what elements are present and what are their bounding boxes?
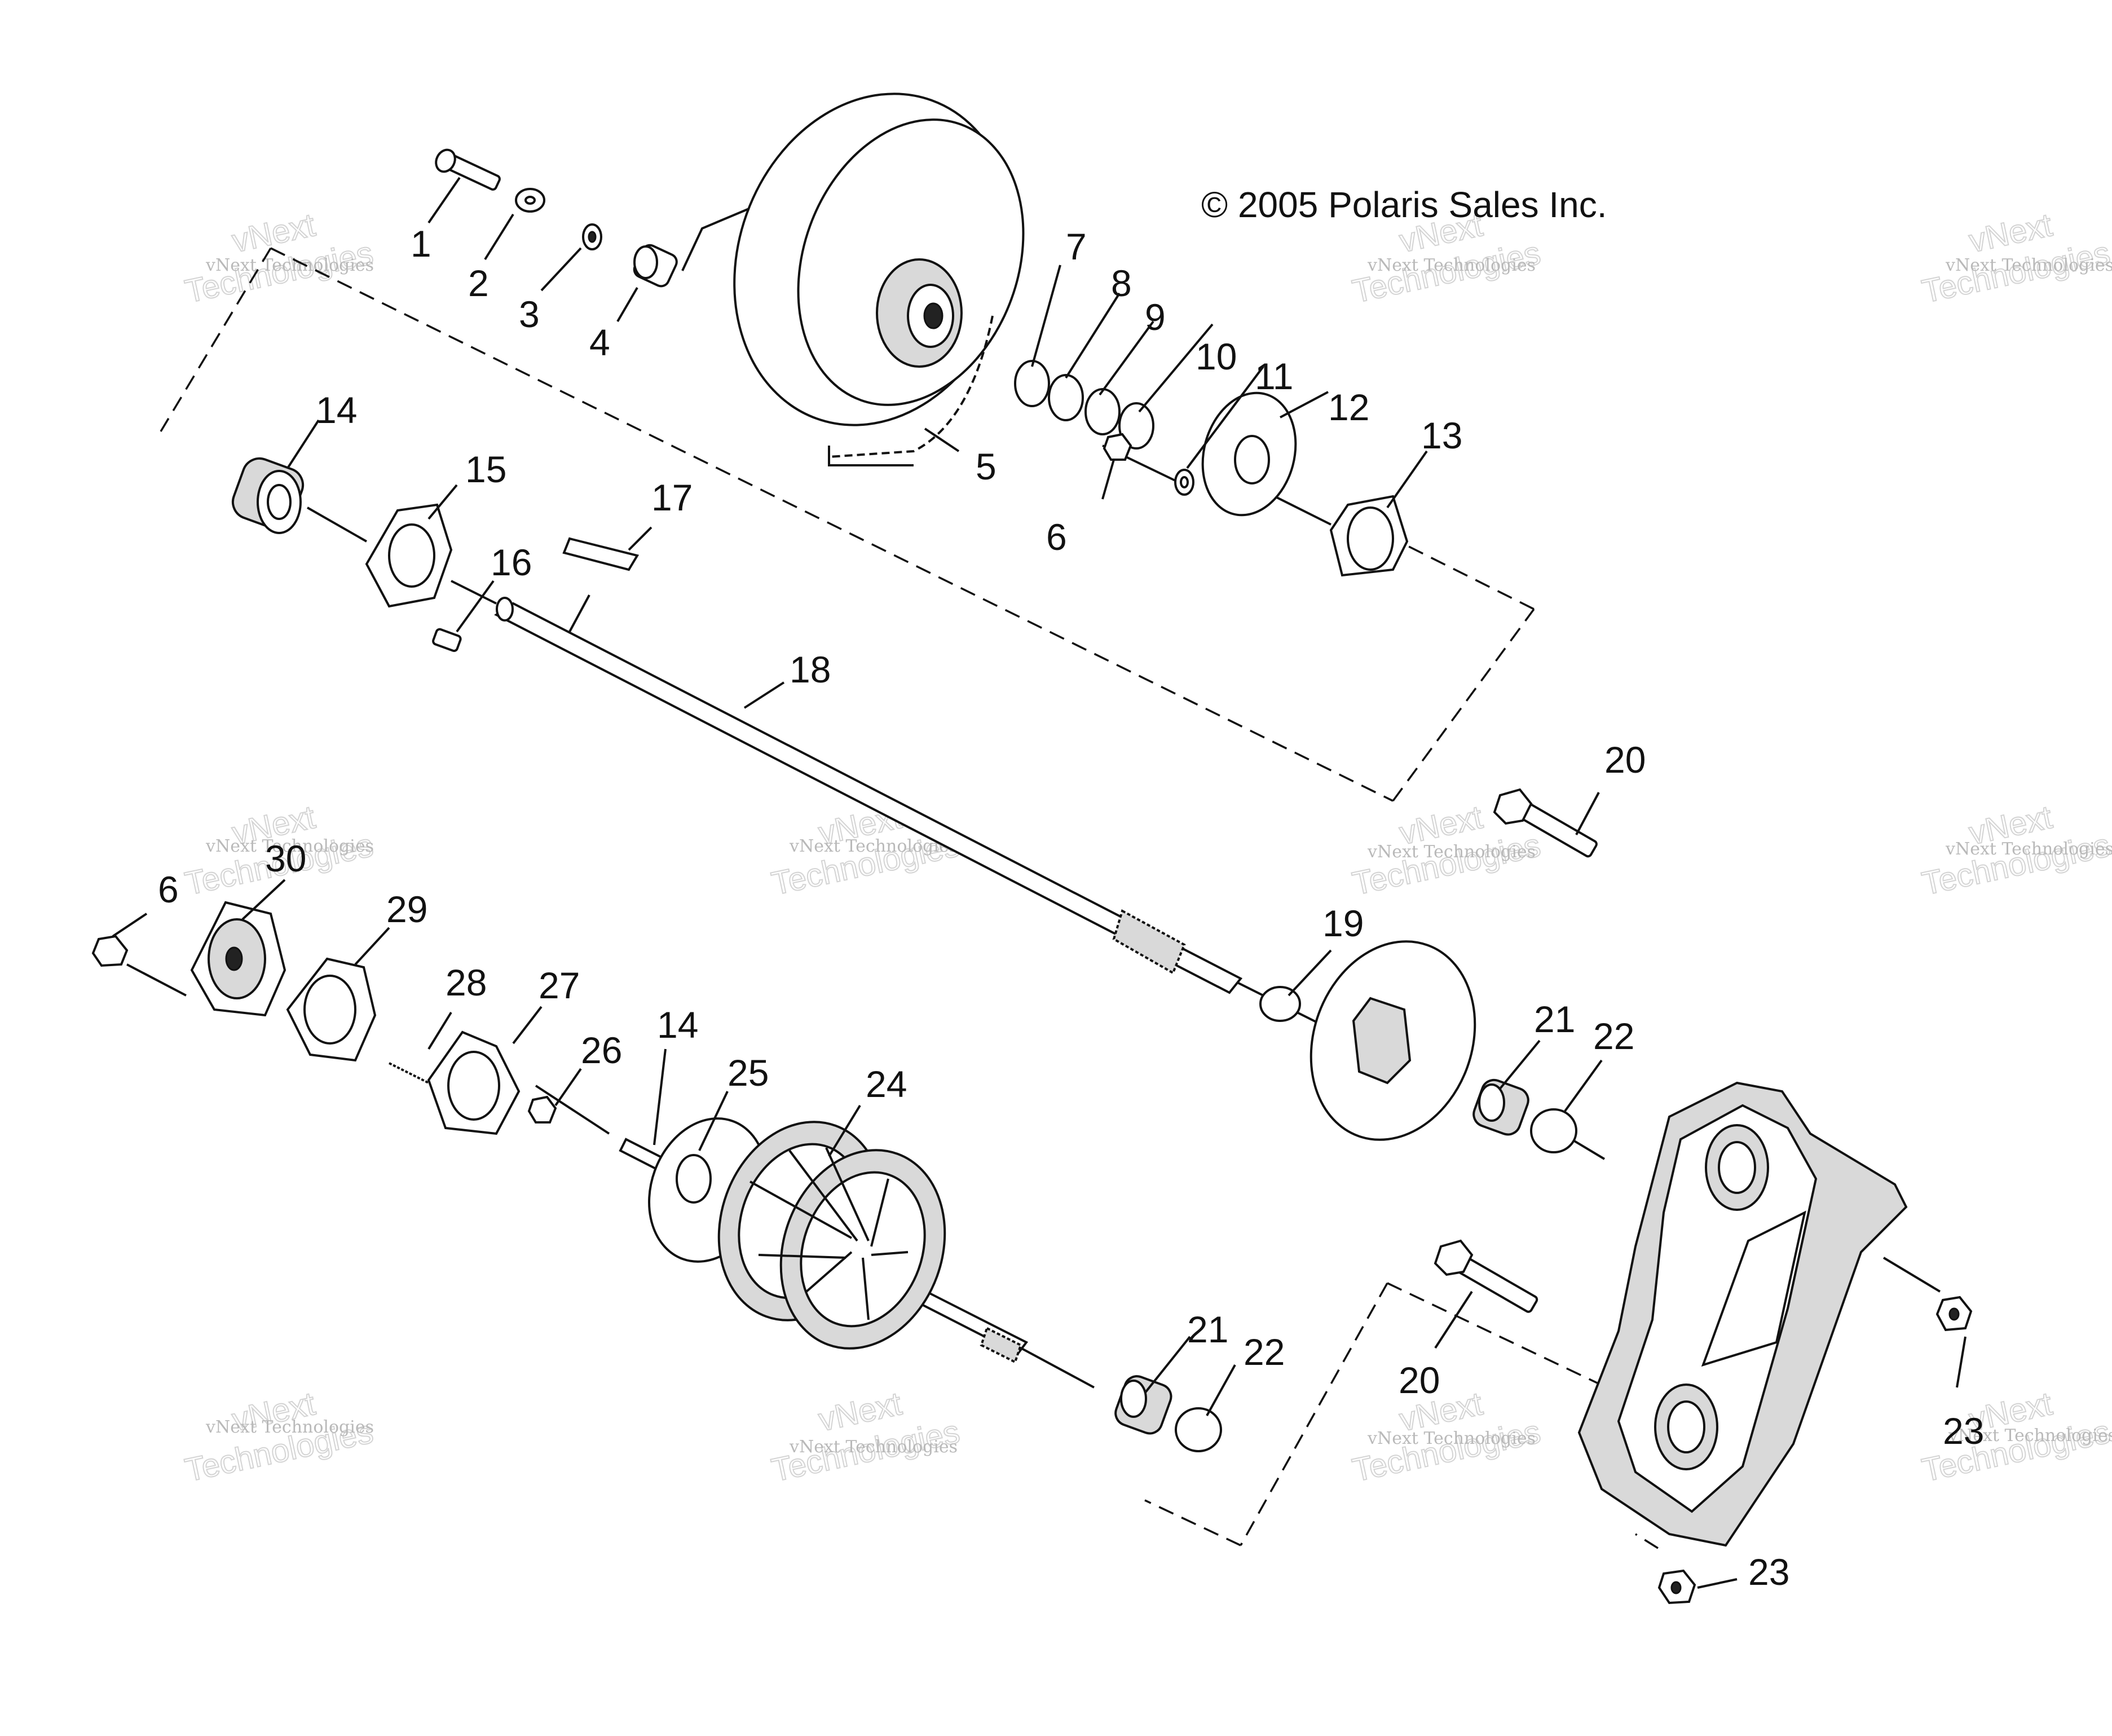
seal-part-9 — [1084, 388, 1121, 435]
svg-text:vNext Technologies: vNext Technologies — [205, 1417, 374, 1437]
svg-text:vNext Technologies: vNext Technologies — [1948, 1426, 2112, 1446]
bolt-part-1 — [435, 148, 501, 191]
callout-1: 1 — [411, 223, 431, 265]
key-part-17 — [562, 537, 640, 571]
cap-part-22-upper — [1530, 1108, 1577, 1153]
callout-22-upper: 22 — [1593, 1015, 1634, 1057]
watermark: Technologies vNext — [182, 206, 377, 311]
callout-21-lower: 21 — [1187, 1308, 1228, 1350]
callout-23-right: 23 — [1943, 1410, 1984, 1452]
shaft-part-18 — [494, 597, 1243, 994]
callout-5: 5 — [976, 446, 997, 487]
callout-30: 30 — [265, 838, 306, 879]
callout-27: 27 — [539, 964, 580, 1006]
callout-2: 2 — [468, 262, 489, 304]
svg-text:vNext Technologies: vNext Technologies — [1367, 255, 1536, 275]
bushing-part-4 — [633, 244, 678, 288]
flange-part-27 — [427, 1030, 521, 1135]
callout-18: 18 — [790, 649, 831, 690]
nut-part-6-lower — [91, 935, 129, 967]
svg-text:vNext Technologies: vNext Technologies — [205, 836, 374, 856]
callout-13: 13 — [1421, 415, 1462, 456]
copyright-notice: © 2005 Polaris Sales Inc. — [1201, 184, 1607, 225]
sprocket-pulley-part-5 — [733, 92, 1025, 466]
race-part-21-lower — [1114, 1375, 1172, 1435]
callout-24: 24 — [866, 1063, 907, 1105]
callout-28: 28 — [446, 962, 487, 1003]
brake-disc — [1309, 940, 1476, 1141]
callout-17: 17 — [651, 477, 693, 518]
nut-part-6-upper — [1103, 433, 1132, 461]
callout-23-bottom: 23 — [1748, 1551, 1789, 1593]
seal-part-10 — [1118, 402, 1154, 450]
callout-8: 8 — [1111, 262, 1132, 304]
svg-text:vNext Technologies: vNext Technologies — [789, 836, 958, 856]
callout-21-upper: 21 — [1534, 998, 1575, 1040]
seal-part-7 — [1014, 360, 1050, 407]
seal-part-8 — [1048, 374, 1084, 421]
nut-part-23-bottom — [1657, 1569, 1696, 1605]
callout-26: 26 — [581, 1029, 622, 1071]
callout-15: 15 — [465, 448, 506, 490]
washer-part-3 — [582, 223, 602, 250]
nut-part-26 — [527, 1095, 557, 1123]
callout-20-lower: 20 — [1399, 1359, 1440, 1401]
flange-part-15 — [365, 503, 453, 608]
callout-labels: 1 2 3 4 5 6 7 8 9 10 11 12 13 14 15 16 1… — [158, 223, 1984, 1593]
svg-text:vNext Technologies: vNext Technologies — [789, 1437, 958, 1457]
callout-9: 9 — [1145, 296, 1166, 338]
svg-text:vNext Technologies: vNext Technologies — [1367, 1429, 1536, 1448]
callout-7: 7 — [1066, 226, 1087, 267]
flange-part-13 — [1329, 495, 1409, 577]
ring-part-19 — [1259, 986, 1301, 1022]
bolt-part-20-upper — [1493, 788, 1598, 858]
bolt-part-20-lower — [1434, 1239, 1538, 1313]
callout-3: 3 — [519, 293, 540, 335]
callout-6: 6 — [1046, 516, 1067, 558]
watermark: Technologies vNext — [1919, 206, 2112, 311]
leader-lines — [112, 177, 1967, 1589]
spring-part-28 — [389, 1062, 429, 1084]
cover-part-30 — [190, 901, 286, 1017]
race-part-21-upper — [1472, 1078, 1529, 1136]
callout-10: 10 — [1196, 336, 1237, 377]
callout-29: 29 — [386, 888, 427, 930]
callout-22-lower: 22 — [1244, 1331, 1285, 1373]
watermark: Technologies vNext — [768, 1385, 964, 1490]
callout-11: 11 — [1255, 355, 1294, 397]
callout-19: 19 — [1322, 902, 1364, 944]
svg-text:vNext Technologies: vNext Technologies — [1367, 842, 1536, 862]
washer-part-2 — [515, 188, 545, 213]
svg-text:vNext Technologies: vNext Technologies — [1945, 839, 2112, 859]
drive-shaft-assembly-part-24 — [619, 1117, 1029, 1364]
callout-16: 16 — [491, 541, 532, 583]
callout-6-lower: 6 — [158, 869, 179, 910]
callout-14-upper: 14 — [316, 389, 357, 431]
chaincase-housing — [1577, 1081, 1908, 1547]
svg-text:vNext Technologies: vNext Technologies — [205, 255, 374, 275]
callout-14-lower: 14 — [657, 1004, 698, 1046]
gasket-part-29 — [286, 957, 377, 1062]
cap-part-22-lower — [1175, 1407, 1222, 1452]
bolt-part-16 — [432, 628, 462, 653]
callout-20-upper: 20 — [1604, 739, 1646, 781]
assembly-lines — [160, 205, 1659, 1549]
callout-12: 12 — [1328, 386, 1369, 428]
svg-text:vNext Technologies: vNext Technologies — [1945, 255, 2112, 275]
bearing-part-14-upper — [231, 457, 305, 534]
nut-part-23-right — [1935, 1296, 1973, 1332]
callout-4: 4 — [589, 321, 610, 363]
callout-25: 25 — [727, 1052, 769, 1094]
washer-part-11 — [1174, 469, 1194, 496]
